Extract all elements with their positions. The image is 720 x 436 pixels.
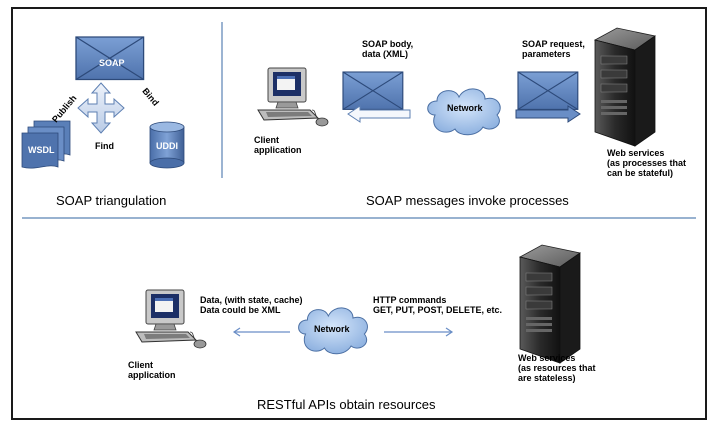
- find-label: Find: [95, 141, 114, 151]
- soap-request-label: SOAP request, parameters: [522, 39, 585, 59]
- rest-request-arrowhead: [445, 327, 454, 337]
- web-services-label: Web services (as processes that can be s…: [607, 148, 687, 178]
- diagram-frame: [11, 7, 707, 420]
- request-arrow-right: [515, 105, 581, 123]
- response-arrow-left: [347, 105, 411, 123]
- soap-body-envelope-icon: [342, 71, 404, 110]
- rest-web-services-label: Web services (as resources that are stat…: [518, 353, 596, 383]
- restful-caption: RESTful APIs obtain resources: [257, 397, 436, 412]
- soap-triangulation-caption: SOAP triangulation: [56, 193, 167, 208]
- uddi-database-icon: [149, 121, 185, 169]
- wsdl-label: WSDL: [28, 145, 55, 155]
- soap-envelope-label: SOAP: [99, 58, 125, 68]
- soap-body-label: SOAP body, data (XML): [362, 39, 414, 59]
- rest-web-services-server-icon: [519, 244, 581, 364]
- uddi-label: UDDI: [156, 141, 178, 151]
- rest-network-label: Network: [314, 324, 350, 334]
- soap-messages-caption: SOAP messages invoke processes: [366, 193, 569, 208]
- rest-client-computer-icon: [135, 289, 207, 349]
- http-commands-label: HTTP commands GET, PUT, POST, DELETE, et…: [373, 295, 503, 315]
- web-services-server-icon: [594, 27, 656, 147]
- four-way-arrow-icon: [77, 82, 125, 134]
- network-label: Network: [447, 103, 483, 113]
- rest-response-arrowhead: [232, 327, 241, 337]
- rest-client-application-label: Client application: [128, 360, 176, 380]
- client-application-label: Client application: [254, 135, 302, 155]
- soap-request-envelope-icon: [517, 71, 579, 110]
- client-computer-icon: [257, 67, 329, 127]
- rest-data-label: Data, (with state, cache) Data could be …: [200, 295, 303, 315]
- wsdl-documents-icon: [21, 120, 71, 169]
